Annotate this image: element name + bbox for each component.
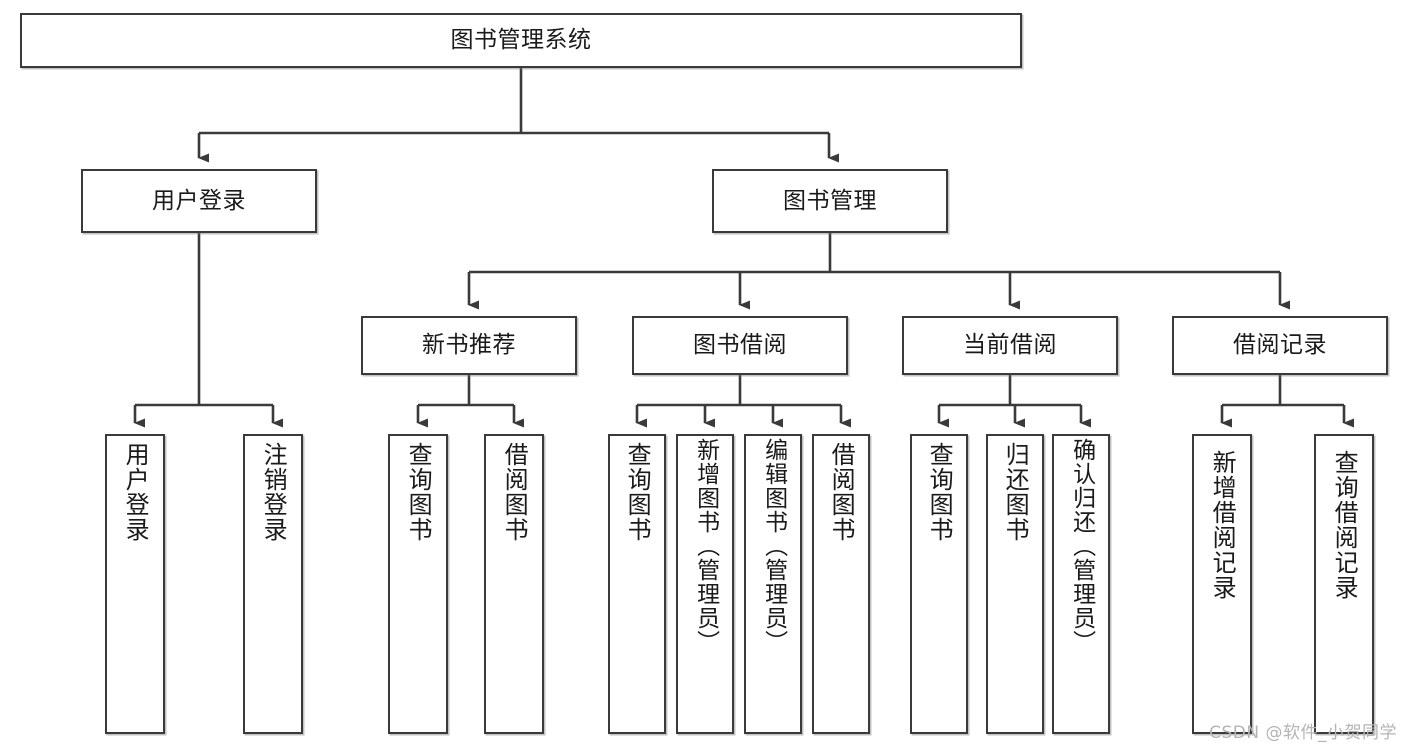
node-book-borrow[interactable]: 图书借阅 [632,316,848,375]
node-leaf-edit-book-label: 编辑图书（管理员） [760,438,787,654]
node-book-manage-label: 图书管理 [783,187,877,214]
node-new-book-rec-label: 新书推荐 [422,332,516,359]
node-new-book-rec[interactable]: 新书推荐 [361,316,577,375]
node-leaf-logout-label: 注销登录 [259,442,288,542]
node-leaf-query-book-2[interactable]: 查询图书 [608,434,666,734]
node-leaf-add-record-label: 新增借阅记录 [1208,450,1237,600]
node-leaf-borrow-book-2-label: 借阅图书 [827,442,856,542]
node-user-login-label: 用户登录 [152,187,246,214]
node-leaf-query-record[interactable]: 查询借阅记录 [1314,434,1374,734]
node-leaf-return-book-label: 归还图书 [1001,442,1030,542]
node-leaf-query-book-3-label: 查询图书 [925,442,954,542]
node-leaf-user-login-label: 用户登录 [121,442,150,542]
node-book-manage[interactable]: 图书管理 [712,169,948,233]
node-leaf-borrow-book-2[interactable]: 借阅图书 [812,434,870,734]
node-leaf-add-record[interactable]: 新增借阅记录 [1192,434,1252,734]
node-leaf-query-book-1-label: 查询图书 [404,442,433,542]
node-leaf-query-book-2-label: 查询图书 [623,442,652,542]
node-leaf-user-login[interactable]: 用户登录 [105,434,165,734]
node-borrow-record-label: 借阅记录 [1233,332,1327,359]
node-leaf-edit-book[interactable]: 编辑图书（管理员） [744,434,802,734]
node-leaf-confirm-return-label: 确认归还（管理员） [1068,438,1095,654]
node-leaf-query-record-label: 查询借阅记录 [1330,450,1359,600]
node-leaf-borrow-book-1-label: 借阅图书 [500,442,529,542]
node-book-borrow-label: 图书借阅 [693,332,787,359]
node-leaf-add-book-label: 新增图书（管理员） [692,438,719,654]
node-root[interactable]: 图书管理系统 [20,13,1022,68]
node-current-borrow-label: 当前借阅 [963,332,1057,359]
watermark-text: CSDN @软件_小贺同学 [1209,723,1397,743]
node-leaf-logout[interactable]: 注销登录 [243,434,303,734]
node-leaf-query-book-1[interactable]: 查询图书 [388,434,448,734]
node-user-login[interactable]: 用户登录 [81,169,317,233]
node-leaf-borrow-book-1[interactable]: 借阅图书 [484,434,544,734]
node-current-borrow[interactable]: 当前借阅 [902,316,1118,375]
node-leaf-return-book[interactable]: 归还图书 [986,434,1044,734]
node-leaf-query-book-3[interactable]: 查询图书 [910,434,968,734]
node-borrow-record[interactable]: 借阅记录 [1172,316,1388,375]
node-leaf-add-book[interactable]: 新增图书（管理员） [676,434,734,734]
node-leaf-confirm-return[interactable]: 确认归还（管理员） [1052,434,1110,734]
node-root-label: 图书管理系统 [450,27,592,54]
